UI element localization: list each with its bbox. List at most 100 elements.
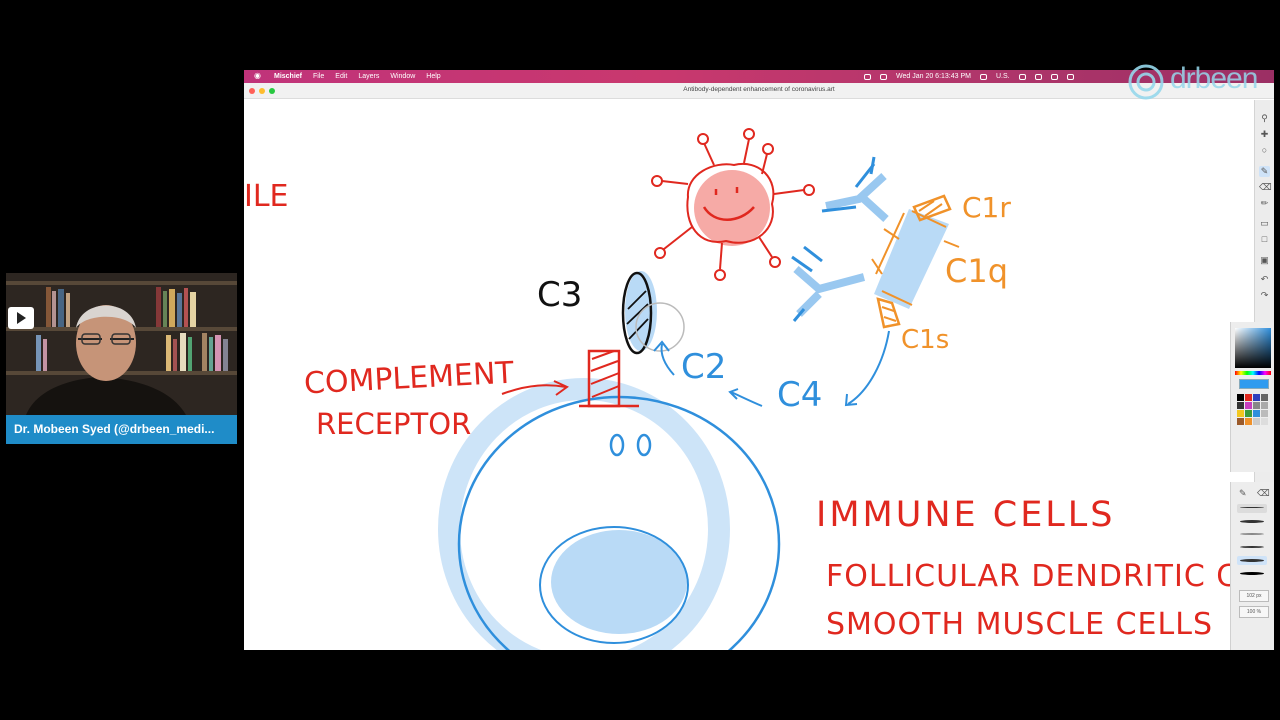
pan-tool-icon[interactable]: ✚ bbox=[1260, 129, 1269, 139]
apple-icon[interactable]: ◉ bbox=[254, 71, 261, 80]
brush-preset-1[interactable] bbox=[1237, 504, 1267, 513]
brush-preset-3[interactable] bbox=[1237, 530, 1267, 539]
color-picker-panel bbox=[1230, 322, 1274, 472]
cursor-ring bbox=[635, 302, 685, 352]
bluetooth-icon[interactable] bbox=[1034, 73, 1042, 80]
label-c1q: C1q bbox=[945, 252, 1009, 290]
drbeen-logo-mark-icon bbox=[1128, 64, 1164, 100]
menu-window[interactable]: Window bbox=[390, 73, 416, 80]
brush-opacity-field[interactable]: 100 % bbox=[1239, 606, 1269, 618]
volume-icon[interactable] bbox=[1018, 73, 1026, 80]
color-saturation-field[interactable] bbox=[1235, 328, 1271, 368]
canvas-drawing-layer bbox=[438, 128, 960, 650]
document-title: Antibody-dependent enhancement of corona… bbox=[683, 86, 835, 93]
menu-layers[interactable]: Layers bbox=[358, 73, 380, 80]
close-window-button[interactable] bbox=[249, 88, 255, 94]
swatch-white-gray[interactable] bbox=[1261, 418, 1268, 425]
c1s-hatch bbox=[881, 306, 897, 322]
webcam-video-feed bbox=[6, 273, 237, 415]
c1-orange-strokes bbox=[871, 228, 960, 275]
drawing-canvas[interactable]: ILE C3 C2 C4 C1r C1q C1s COMPLEMENT RECE… bbox=[244, 99, 1237, 650]
zoom-window-button[interactable] bbox=[269, 88, 275, 94]
rotate-tool-icon[interactable]: ○ bbox=[1261, 145, 1268, 155]
swatch-red[interactable] bbox=[1245, 394, 1252, 401]
label-c2: C2 bbox=[681, 347, 727, 387]
swatch-mid-gray[interactable] bbox=[1253, 402, 1260, 409]
minimize-window-button[interactable] bbox=[259, 88, 265, 94]
presenter-name-bar: Dr. Mobeen Syed (@drbeen_medi... bbox=[6, 415, 237, 444]
wifi-icon[interactable] bbox=[1066, 73, 1074, 80]
immune-cell-fill bbox=[438, 378, 730, 650]
virus-spikes bbox=[651, 128, 815, 281]
swatch-pale-gray[interactable] bbox=[1253, 418, 1260, 425]
swatch-orange[interactable] bbox=[1245, 418, 1252, 425]
current-color-swatch[interactable] bbox=[1239, 379, 1269, 389]
swatch-blue[interactable] bbox=[1253, 410, 1260, 417]
nucleus bbox=[539, 526, 689, 644]
c4-left-arrow bbox=[728, 388, 763, 407]
c2-arrow bbox=[653, 340, 675, 376]
virus-body bbox=[686, 162, 775, 244]
swatch-black[interactable] bbox=[1237, 394, 1244, 401]
presenter-hair bbox=[76, 305, 136, 328]
label-immune-cells: IMMUNE CELLS bbox=[816, 495, 1116, 535]
notes-icon[interactable] bbox=[880, 73, 887, 80]
virus-shade bbox=[694, 170, 770, 246]
eraser-mode-icon[interactable]: ⌫ bbox=[1257, 488, 1270, 498]
window-titlebar: Antibody-dependent enhancement of corona… bbox=[244, 83, 1274, 99]
swatch-gray[interactable] bbox=[1261, 394, 1268, 401]
shape-tool-icon[interactable]: ▭ bbox=[1260, 218, 1269, 228]
input-source[interactable]: U.S. bbox=[995, 73, 1010, 80]
image-tool-icon[interactable]: ▣ bbox=[1260, 255, 1269, 265]
brush-panel: ✎ ⌫ 102 px 100 % bbox=[1230, 482, 1274, 650]
receptor-arrow bbox=[501, 380, 569, 396]
menubar-datetime[interactable]: Wed Jan 20 6:13:43 PM bbox=[896, 73, 971, 80]
swatch-silver[interactable] bbox=[1261, 410, 1268, 417]
undo-icon[interactable]: ↶ bbox=[1260, 274, 1269, 284]
swatch-charcoal[interactable] bbox=[1237, 402, 1244, 409]
c3-molecule bbox=[621, 271, 653, 355]
mischief-app-window: ◉ Mischief File Edit Layers Window Help … bbox=[244, 70, 1274, 650]
c3-hatch bbox=[626, 290, 649, 340]
battery-icon[interactable] bbox=[1050, 73, 1058, 80]
zoom-tool-icon[interactable]: ⚲ bbox=[1261, 113, 1268, 123]
macos-menubar: ◉ Mischief File Edit Layers Window Help … bbox=[244, 70, 1274, 83]
receptor-hatch bbox=[590, 350, 620, 398]
brush-size-field[interactable]: 102 px bbox=[1239, 590, 1269, 602]
swatch-brown[interactable] bbox=[1237, 418, 1244, 425]
label-c4: C4 bbox=[777, 375, 823, 415]
nucleus-shade bbox=[551, 530, 687, 634]
cell-eye-right bbox=[636, 433, 652, 457]
screen-record-icon[interactable] bbox=[864, 73, 871, 80]
c1r-block bbox=[912, 194, 952, 222]
antibody-upper bbox=[821, 156, 889, 222]
swatch-magenta[interactable] bbox=[1245, 402, 1252, 409]
pencil-tool-icon[interactable]: ✏ bbox=[1260, 198, 1269, 208]
brush-preset-6[interactable] bbox=[1237, 569, 1267, 578]
eraser-tool-icon[interactable]: ⌫ bbox=[1259, 182, 1272, 192]
cell-eye-left bbox=[609, 433, 625, 457]
drbeen-logo-text: drbeen bbox=[1170, 62, 1258, 95]
brush-tool-icon[interactable]: ✎ bbox=[1259, 166, 1270, 177]
swatch-dark-blue[interactable] bbox=[1253, 394, 1260, 401]
partial-label-left: ILE bbox=[244, 179, 289, 214]
label-c1r: C1r bbox=[962, 191, 1011, 224]
swatch-green[interactable] bbox=[1245, 410, 1252, 417]
brush-preset-2[interactable] bbox=[1237, 517, 1267, 526]
swatch-light-gray[interactable] bbox=[1261, 402, 1268, 409]
menubar-menus: Mischief File Edit Layers Window Help bbox=[274, 73, 441, 80]
menu-edit[interactable]: Edit bbox=[335, 73, 348, 80]
brush-preset-4[interactable] bbox=[1237, 543, 1267, 552]
clock-icon[interactable] bbox=[979, 73, 987, 80]
hue-slider[interactable] bbox=[1235, 371, 1271, 375]
selection-tool-icon[interactable]: □ bbox=[1261, 234, 1268, 244]
c1s-block bbox=[876, 297, 901, 329]
menu-help[interactable]: Help bbox=[426, 73, 441, 80]
virus-face bbox=[702, 187, 755, 221]
brush-preset-5[interactable] bbox=[1237, 556, 1267, 565]
menu-app-name[interactable]: Mischief bbox=[274, 73, 303, 80]
swatch-yellow[interactable] bbox=[1237, 410, 1244, 417]
brush-mode-icon[interactable]: ✎ bbox=[1239, 488, 1247, 498]
menu-file[interactable]: File bbox=[313, 73, 325, 80]
redo-icon[interactable]: ↷ bbox=[1260, 290, 1269, 300]
